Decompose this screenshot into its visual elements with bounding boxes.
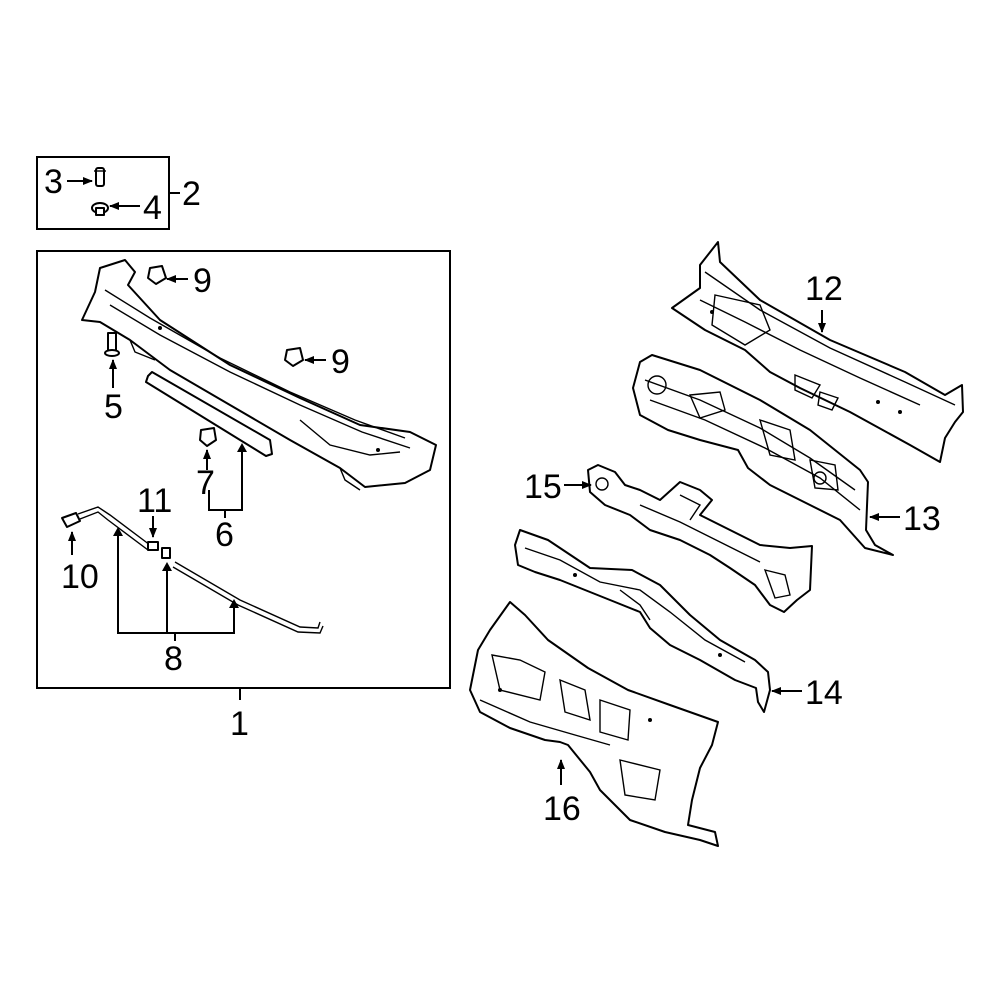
cowl-top-panel-part	[81, 259, 437, 491]
callout-4: 4	[143, 189, 162, 227]
callout-12: 12	[805, 270, 843, 308]
hose-connector-icon	[147, 541, 171, 559]
dash-panel-part	[632, 354, 894, 556]
callout-2: 2	[182, 175, 201, 213]
washer-nozzle-icon	[61, 512, 81, 528]
screw-icon	[104, 332, 120, 357]
callout-9-right: 9	[331, 343, 350, 381]
callout-11: 11	[137, 482, 172, 520]
callout-3: 3	[44, 163, 63, 201]
clip-icon	[284, 347, 304, 367]
callout-14: 14	[805, 674, 843, 712]
callout-10: 10	[61, 558, 99, 596]
callout-1: 1	[230, 705, 249, 743]
callout-5: 5	[104, 388, 123, 426]
reinforcement-bracket-part	[587, 464, 813, 613]
bolt-icon	[94, 167, 106, 187]
seal-strip-part	[145, 371, 273, 457]
callout-8: 8	[164, 640, 183, 678]
upper-cowl-panel-part	[671, 241, 964, 463]
callout-9-top: 9	[193, 262, 212, 300]
clip-icon	[147, 265, 167, 285]
callout-16: 16	[543, 790, 581, 828]
callout-13: 13	[903, 500, 941, 538]
callout-15: 15	[524, 468, 562, 506]
dash-insulator-part	[469, 601, 719, 847]
nut-icon	[91, 202, 109, 216]
callout-7: 7	[196, 464, 215, 502]
cowl-panel-assembly-box: 1 9 9 5	[36, 250, 451, 743]
cross-member-part	[514, 529, 771, 713]
washer-hose-part	[77, 506, 324, 634]
callout-6: 6	[215, 516, 234, 554]
fastener-kit-box: 2 3 4	[36, 156, 201, 230]
clip-icon	[199, 427, 217, 447]
